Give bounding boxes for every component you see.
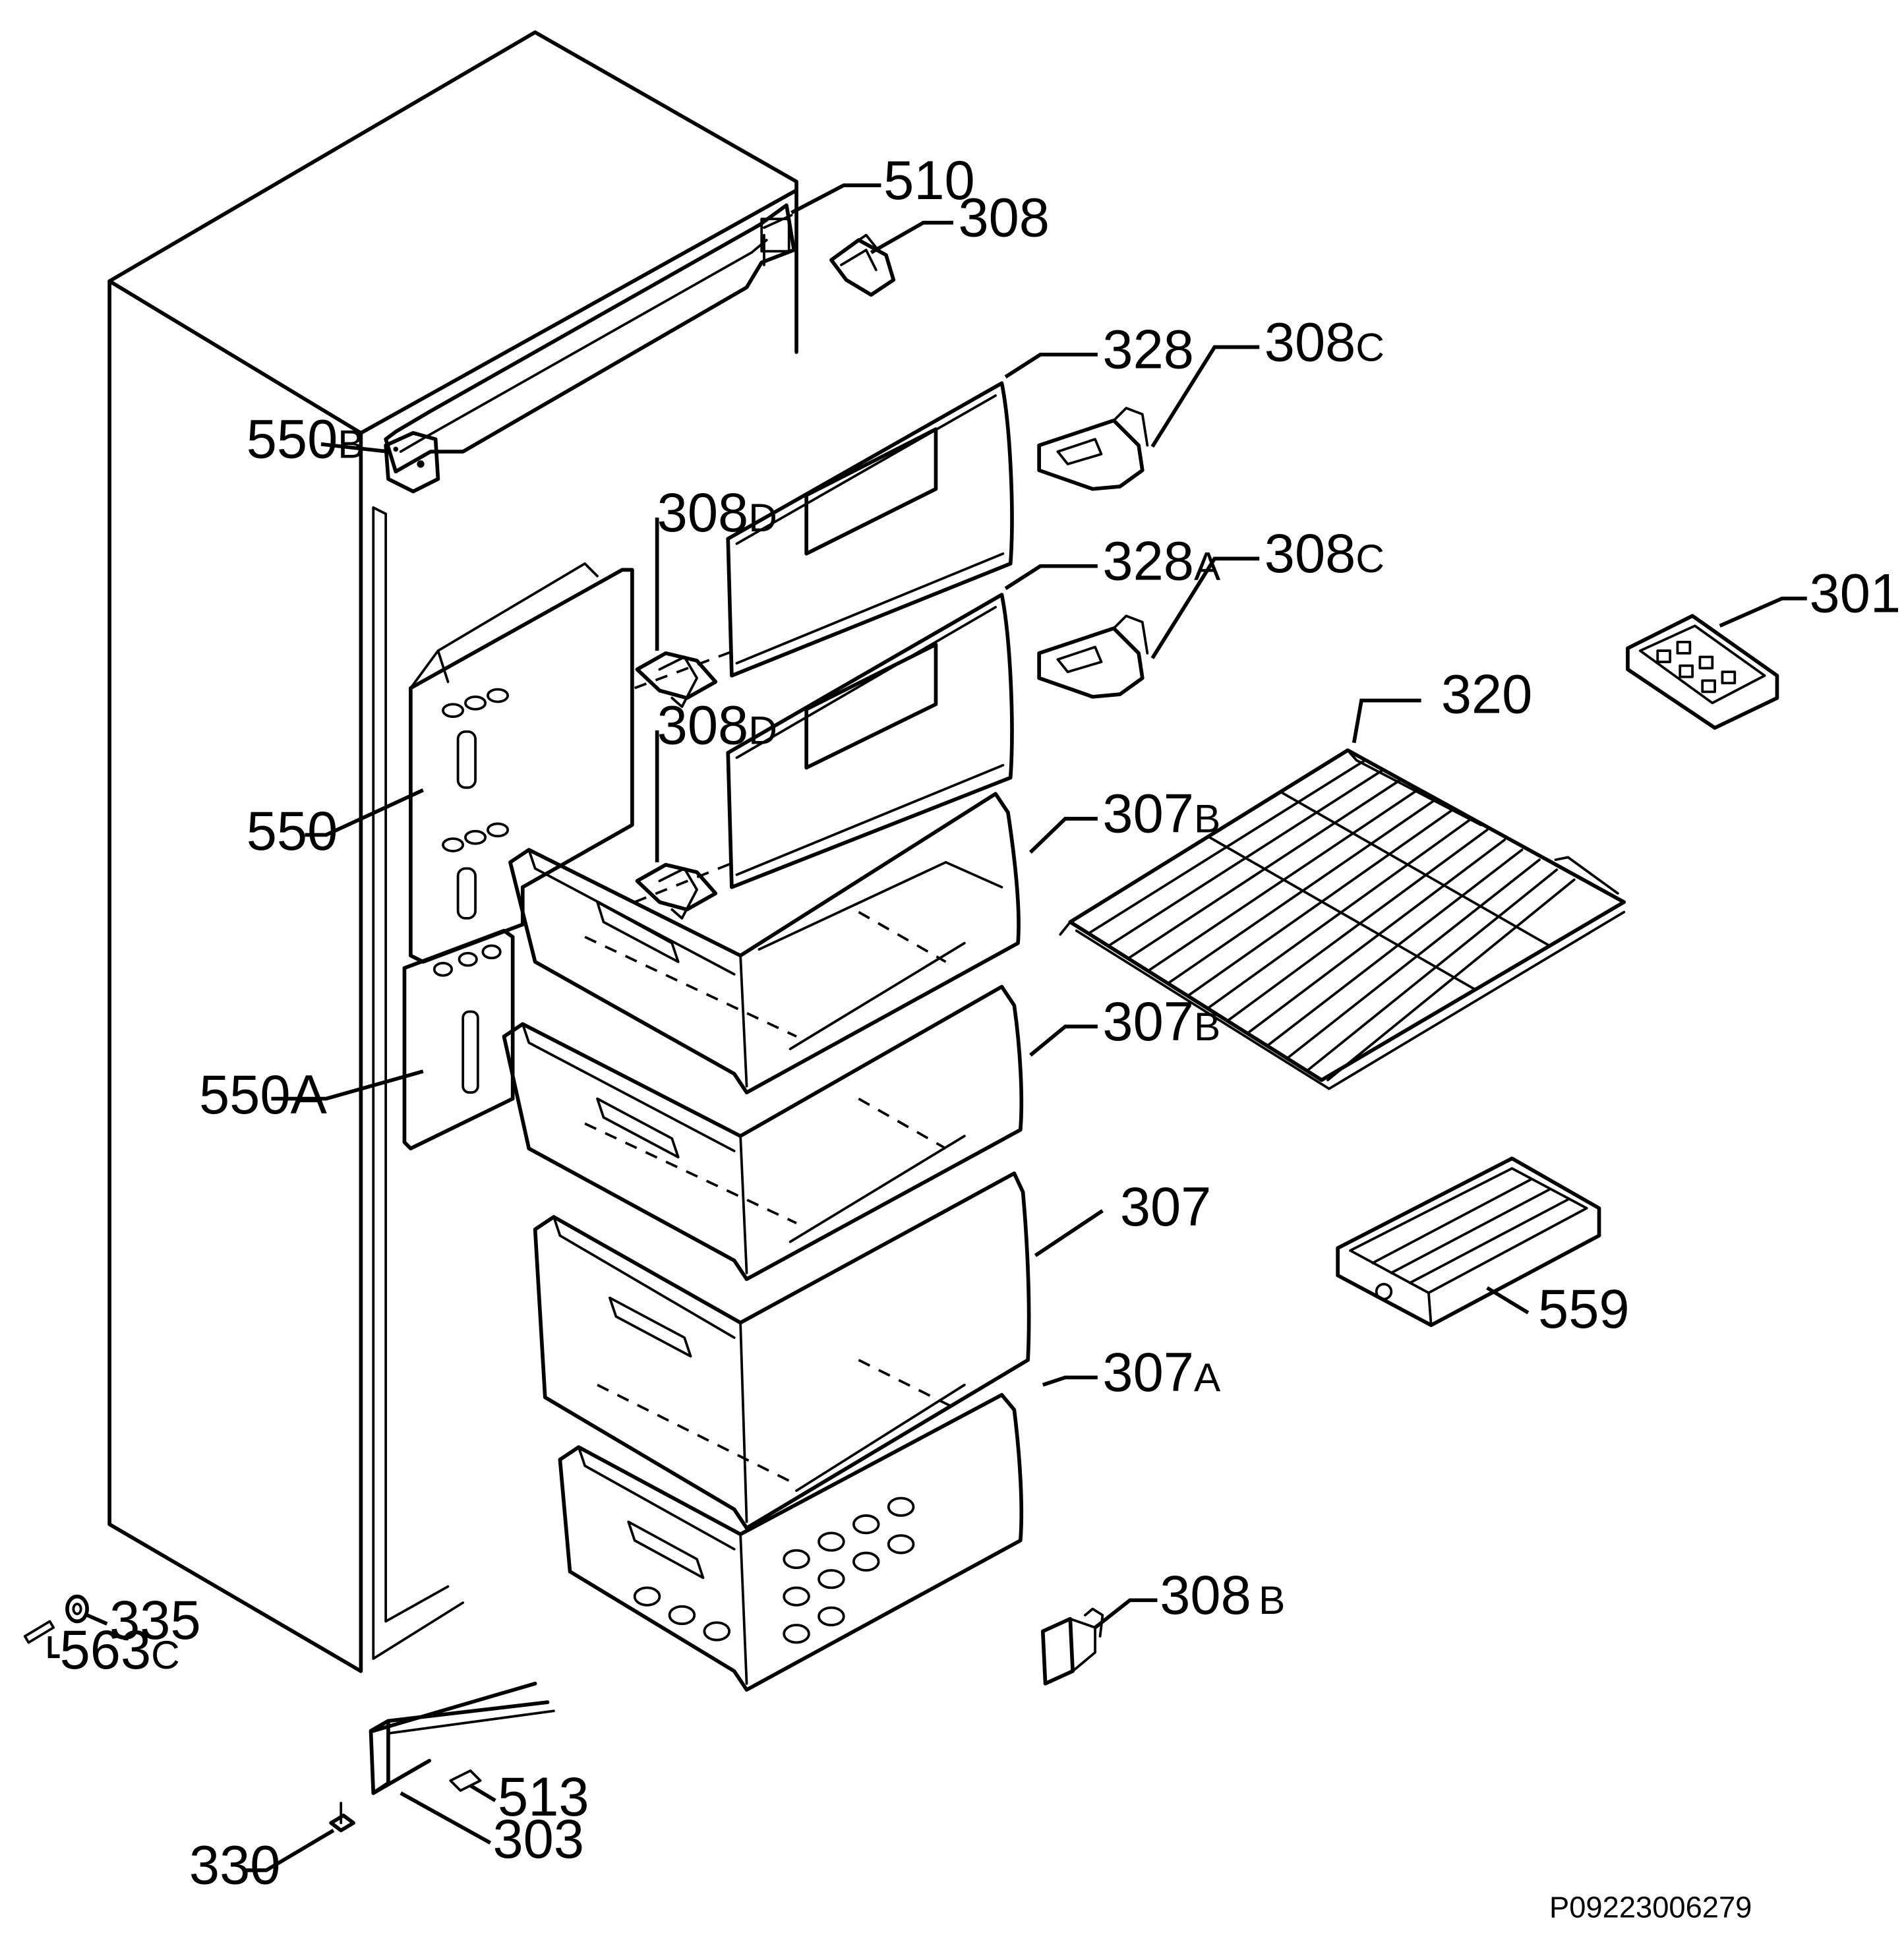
label-308c-top: 308C [1264, 311, 1384, 372]
label-559: 559 [1538, 1278, 1630, 1340]
freezer-cabinet [107, 30, 798, 1673]
part-labels: 510 308 328 308C 550B 308D 328A 308C 301… [60, 150, 1901, 1896]
label-510: 510 [883, 150, 975, 211]
flap-part-328a [726, 593, 1014, 889]
flap-part-328 [726, 381, 1014, 678]
door-handle-part-510 [384, 203, 796, 474]
label-550: 550 [247, 800, 338, 862]
label-330: 330 [189, 1835, 281, 1896]
hinge-part-308d-top [635, 651, 718, 708]
label-301: 301 [1810, 563, 1901, 624]
drawer-part-307 [533, 1171, 1031, 1530]
hinge-part-308c-mid [1037, 614, 1149, 699]
bushing-part-335 [65, 1594, 89, 1624]
label-308c-mid: 308C [1264, 523, 1384, 584]
tray-part-559 [1336, 1156, 1601, 1327]
label-307b-mid: 307B [1102, 991, 1220, 1052]
label-335: 335 [109, 1589, 201, 1651]
label-308d-top: 308D [657, 482, 777, 543]
drawer-part-307b-top [508, 792, 1021, 1094]
label-320: 320 [1441, 663, 1533, 725]
label-328a: 328A [1102, 530, 1221, 591]
label-308: 308 [958, 187, 1050, 249]
hinge-part-308 [829, 233, 896, 297]
label-307a: 307A [1102, 1342, 1221, 1403]
rear-panel-part-550 [409, 562, 634, 964]
label-328: 328 [1102, 319, 1194, 380]
label-513: 513 [498, 1766, 589, 1827]
clip-part-513 [449, 1769, 482, 1792]
rear-panel-part-550a [402, 928, 515, 1150]
hinge-part-308d-mid [635, 862, 718, 920]
label-550a: 550A [199, 1064, 328, 1125]
document-code: P09223006279 [1549, 1891, 1752, 1924]
label-303: 303 [492, 1808, 584, 1870]
drawer-part-307b-mid [502, 984, 1024, 1282]
leader-lines [47, 183, 1807, 1872]
kick-plate-part-303 [369, 1681, 555, 1795]
hinge-part-308b [1040, 1607, 1104, 1686]
label-550b: 550B [247, 408, 365, 469]
pin-part-563c [23, 1620, 55, 1644]
hinge-part-308c-top [1037, 407, 1149, 491]
bracket-part-550b [384, 430, 440, 494]
drawer-part-307a [558, 1393, 1024, 1692]
label-563c: 563C [60, 1619, 180, 1680]
label-308d-mid: 308D [657, 695, 777, 756]
label-307b-top: 307B [1102, 783, 1220, 845]
ice-tray-part-301 [1626, 614, 1779, 730]
wire-shelf-part-320 [1059, 748, 1626, 1090]
foot-part-330 [329, 1802, 355, 1833]
label-307: 307 [1120, 1176, 1212, 1237]
